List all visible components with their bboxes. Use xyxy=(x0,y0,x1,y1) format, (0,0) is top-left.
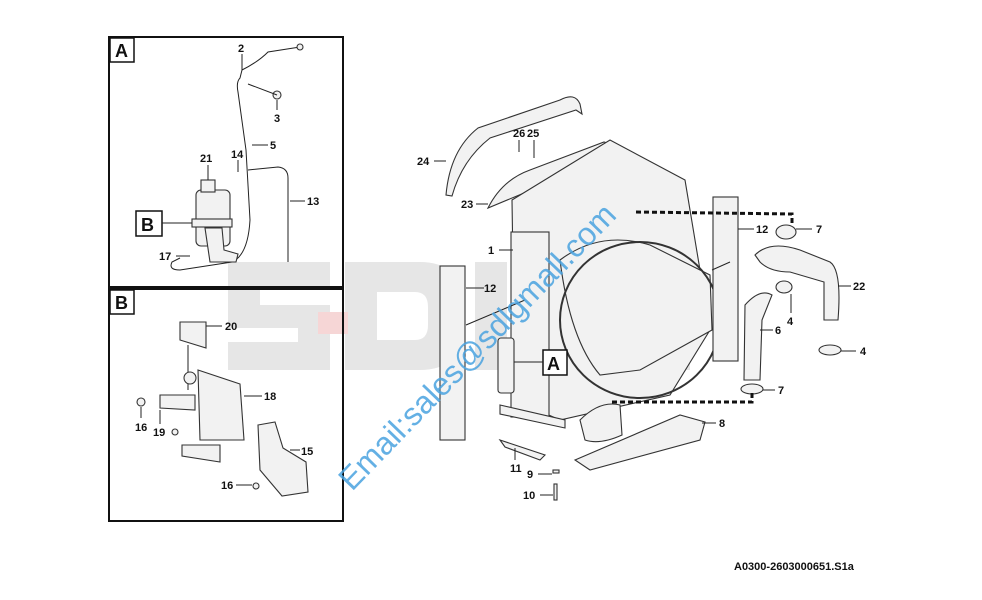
callout-19: 19 xyxy=(153,427,165,439)
callout-3: 3 xyxy=(274,113,280,125)
callout-13: 13 xyxy=(307,196,319,208)
callout-12b: 12 xyxy=(756,224,768,236)
callout-8: 8 xyxy=(719,418,725,430)
panel-a-tag: A xyxy=(115,41,128,61)
callout-17: 17 xyxy=(159,251,171,263)
panel-b-frame xyxy=(108,288,344,522)
callout-24: 24 xyxy=(417,156,430,168)
detail-a-ref-box xyxy=(542,349,568,376)
callout-15: 15 xyxy=(301,446,313,458)
callout-18: 18 xyxy=(264,391,276,403)
bracket-assembly xyxy=(136,321,309,497)
callout-25: 25 xyxy=(527,128,539,140)
callout-14: 14 xyxy=(231,149,244,161)
detail-b-ref: B xyxy=(141,215,154,235)
panel-a-tag-box xyxy=(109,37,135,63)
callout-4a: 4 xyxy=(787,316,794,328)
callout-12a: 12 xyxy=(484,283,496,295)
panel-b-tag: B xyxy=(115,293,128,313)
callout-6: 6 xyxy=(775,325,781,337)
callout-7a: 7 xyxy=(816,224,822,236)
drawing-code: A0300-2603000651.S1a xyxy=(734,561,855,573)
callout-2: 2 xyxy=(238,43,244,55)
callout-10: 10 xyxy=(523,490,535,502)
callout-20: 20 xyxy=(225,321,237,333)
callout-5: 5 xyxy=(270,140,276,152)
callout-7b: 7 xyxy=(778,385,784,397)
expansion-tank-assembly xyxy=(170,43,304,271)
detail-b-ref-box xyxy=(135,210,163,237)
callout-1: 1 xyxy=(488,245,494,257)
callout-9: 9 xyxy=(527,469,533,481)
panel-a-frame xyxy=(108,36,344,288)
callout-26: 26 xyxy=(513,128,525,140)
callout-22: 22 xyxy=(853,281,865,293)
detail-a-ref: A xyxy=(547,354,560,374)
callout-23: 23 xyxy=(461,199,473,211)
callout-21: 21 xyxy=(200,153,212,165)
callout-11: 11 xyxy=(510,463,522,475)
callout-16b: 16 xyxy=(221,480,233,492)
callout-16: 16 xyxy=(135,422,147,434)
callout-4b: 4 xyxy=(860,346,867,358)
panel-b-tag-box xyxy=(109,289,135,315)
